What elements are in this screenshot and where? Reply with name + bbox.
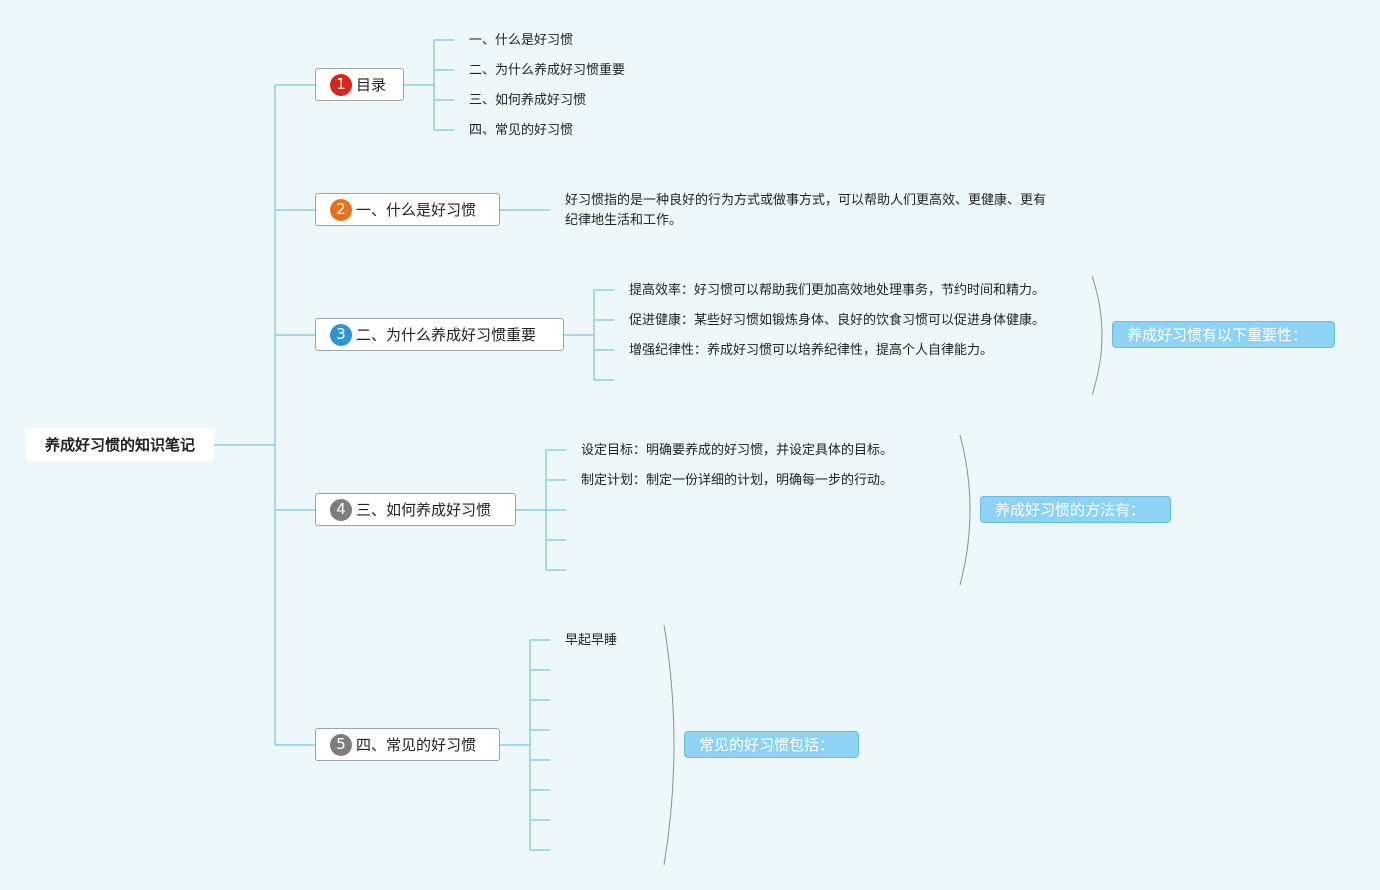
importance-item[interactable]: 促进健康：某些好习惯如锻炼身体、良好的饮食习惯可以促进身体健康。 <box>629 313 1046 328</box>
summary-bracket <box>663 624 675 866</box>
method-item[interactable]: 制定计划：制定一份详细的计划，明确每一步的行动。 <box>581 473 894 488</box>
root-topic[interactable]: 养成好习惯的知识笔记 <box>26 428 214 461</box>
branch-label: 四、常见的好习惯 <box>356 736 477 754</box>
branch-what-is-good-habit[interactable]: 2 一、什么是好习惯 <box>315 193 500 226</box>
summary-bracket <box>1091 275 1103 396</box>
summary-bracket <box>959 434 971 586</box>
summary-label: 养成好习惯有以下重要性： <box>1127 326 1308 344</box>
toc-item[interactable]: 二、为什么养成好习惯重要 <box>469 63 626 78</box>
branch-table-of-contents[interactable]: 1 目录 <box>315 68 404 101</box>
definition-paragraph[interactable]: 好习惯指的是一种良好的行为方式或做事方式，可以帮助人们更高效、更健康、更有纪律地… <box>565 193 1047 228</box>
summary-label: 常见的好习惯包括： <box>699 736 835 754</box>
toc-item[interactable]: 三、如何养成好习惯 <box>469 93 587 108</box>
priority-2-marker-icon: 2 <box>330 198 352 221</box>
priority-4-marker-icon: 4 <box>330 498 352 521</box>
branch-label: 一、什么是好习惯 <box>356 201 477 219</box>
summary-common-habits[interactable]: 常见的好习惯包括： <box>684 731 859 758</box>
branch-label: 二、为什么养成好习惯重要 <box>356 326 537 344</box>
branch-label: 三、如何养成好习惯 <box>356 501 492 519</box>
summary-importance[interactable]: 养成好习惯有以下重要性： <box>1112 321 1335 348</box>
priority-3-marker-icon: 3 <box>330 323 352 346</box>
toc-item[interactable]: 一、什么是好习惯 <box>469 33 574 48</box>
importance-item[interactable]: 增强纪律性：养成好习惯可以培养纪律性，提高个人自律能力。 <box>629 343 994 358</box>
importance-item[interactable]: 提高效率：好习惯可以帮助我们更加高效地处理事务，节约时间和精力。 <box>629 283 1046 298</box>
method-item[interactable]: 设定目标：明确要养成的好习惯，并设定具体的目标。 <box>581 443 894 458</box>
branch-why-important[interactable]: 3 二、为什么养成好习惯重要 <box>315 318 564 351</box>
habit-item[interactable]: 早起早睡 <box>565 633 618 648</box>
root-topic-label: 养成好习惯的知识笔记 <box>44 436 195 454</box>
priority-1-marker-icon: 1 <box>330 73 352 96</box>
toc-item[interactable]: 四、常见的好习惯 <box>469 123 574 138</box>
summary-label: 养成好习惯的方法有： <box>995 501 1146 519</box>
branch-how-to-form[interactable]: 4 三、如何养成好习惯 <box>315 493 516 526</box>
branch-common-habits[interactable]: 5 四、常见的好习惯 <box>315 728 500 761</box>
branch-label: 目录 <box>356 76 387 94</box>
summary-methods[interactable]: 养成好习惯的方法有： <box>980 496 1171 523</box>
priority-5-marker-icon: 5 <box>330 733 352 756</box>
